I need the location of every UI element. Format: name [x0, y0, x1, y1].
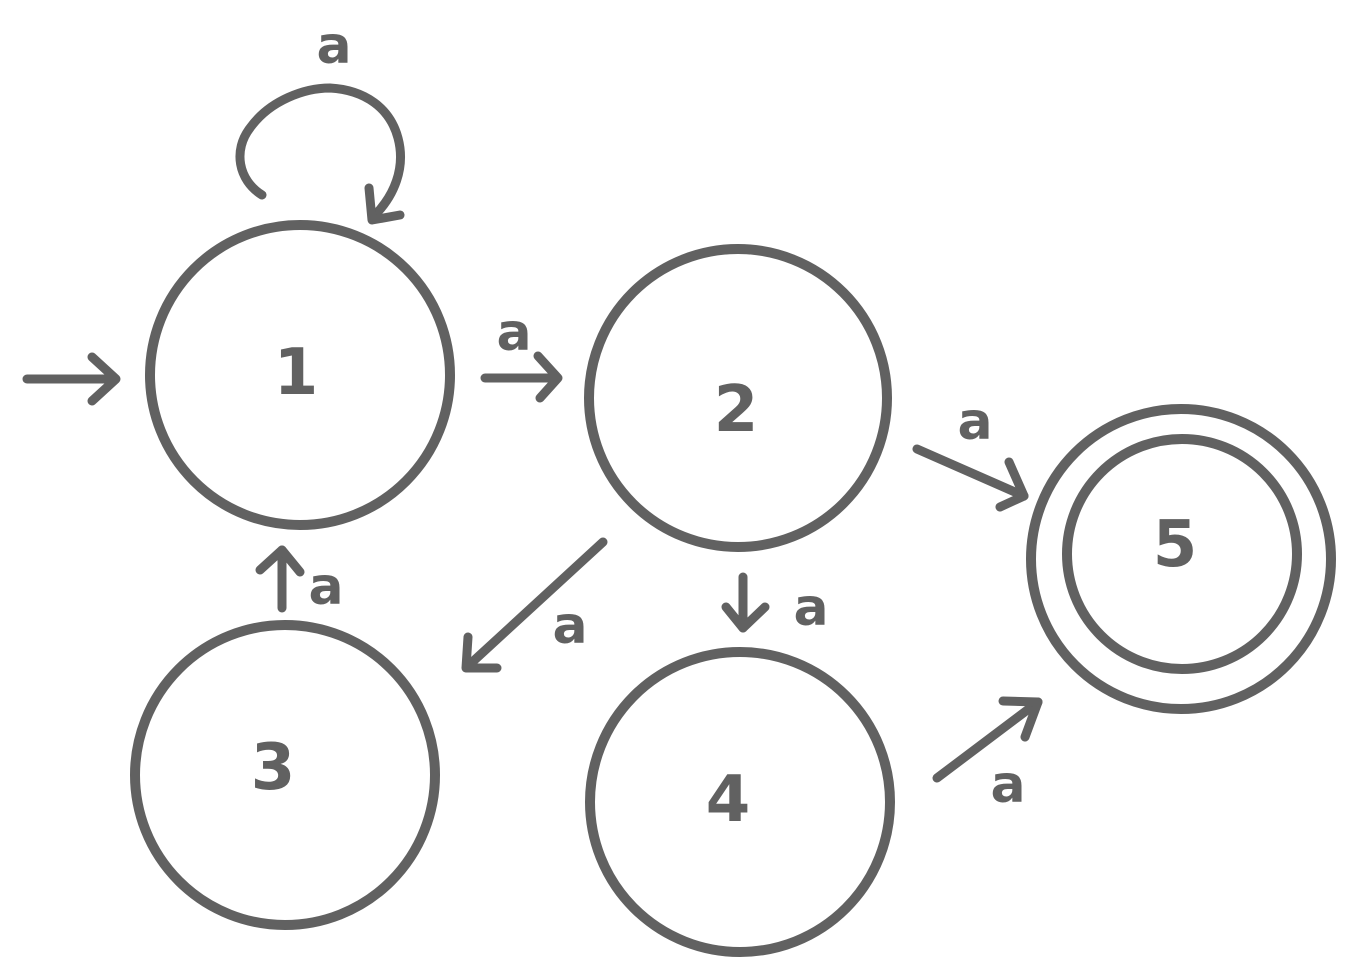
state-5: 5	[1026, 404, 1336, 714]
state-3-label: 3	[251, 731, 296, 805]
edge-4-to-5: a	[932, 696, 1043, 815]
state-4-label: 4	[706, 763, 751, 837]
edge-2-to-4-label: a	[793, 578, 828, 638]
edge-1-to-1: a	[235, 16, 405, 225]
edge-2-to-5: a	[912, 392, 1029, 512]
initial-arrow	[22, 352, 121, 406]
state-5-inner-ring	[1062, 434, 1302, 674]
state-5-label: 5	[1153, 508, 1198, 582]
edge-1-to-2-label: a	[496, 303, 531, 363]
state-5-outer-ring	[1026, 404, 1336, 714]
state-1-label: 1	[274, 336, 319, 410]
state-2: 2	[584, 244, 892, 552]
edge-4-to-5-label: a	[990, 755, 1025, 815]
state-1: 1	[145, 220, 455, 530]
edge-2-to-4: a	[721, 572, 829, 638]
edge-3-to-1-label: a	[308, 557, 343, 617]
state-3: 3	[130, 620, 440, 930]
state-2-label: 2	[714, 373, 759, 447]
edge-1-to-1-label: a	[316, 16, 351, 76]
edge-3-to-1: a	[255, 545, 344, 617]
edge-2-to-5-label: a	[957, 392, 992, 452]
edge-2-to-3: a	[461, 537, 608, 673]
state-4: 4	[585, 647, 895, 957]
edge-2-to-3-label: a	[552, 596, 587, 656]
edge-1-to-2: a	[480, 303, 563, 403]
